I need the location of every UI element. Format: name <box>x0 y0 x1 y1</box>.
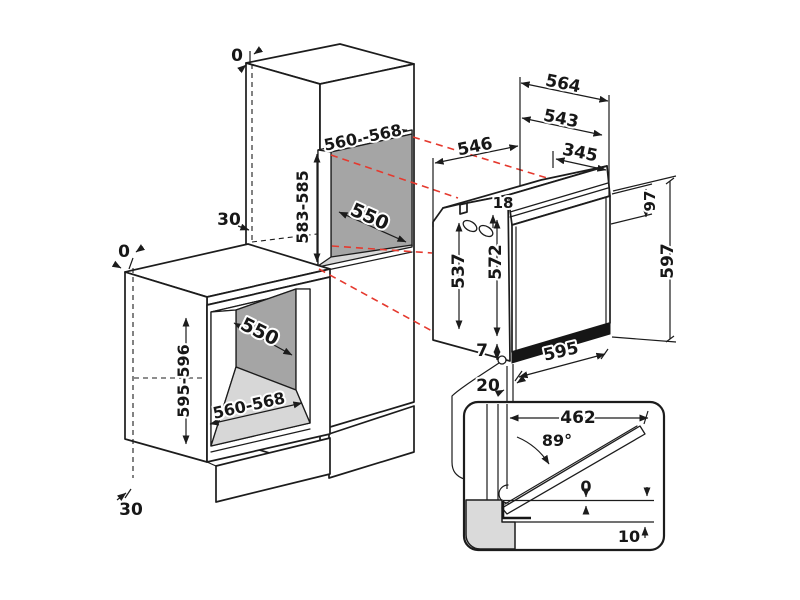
tall-niche-left-wall <box>317 149 332 267</box>
dim-label-tall-top-gap: 0 <box>231 46 243 66</box>
dimensions: 0 30 583-585 560 -568 550 0 30 595-596 5… <box>111 44 680 548</box>
base-reference-dashed-line <box>132 268 206 478</box>
dim-arrow <box>111 260 122 269</box>
dim-tick <box>643 410 649 425</box>
base-cabinet <box>124 243 331 503</box>
dim-extension-lines <box>432 77 610 227</box>
dim-label-7: 7 <box>476 341 488 361</box>
tall-niche-shelf-edge <box>317 251 413 273</box>
control-panel-groove <box>509 187 609 218</box>
dim-line-tall-niche-depth <box>338 211 407 243</box>
dim-extension-lines-597 <box>611 175 677 343</box>
dim-label-base-top-gap: 0 <box>118 242 130 262</box>
dim-label-tall-niche-height: 583-585 <box>293 170 312 243</box>
open-door-slab <box>501 425 646 515</box>
dim-label-546: 546 <box>456 134 495 161</box>
cabinet-front-panel-lines <box>486 404 508 500</box>
dim-arrow <box>116 492 127 502</box>
dim-line-543 <box>521 116 603 137</box>
projection-line-lower <box>318 268 433 332</box>
dim-extension-lines-20 <box>506 364 514 402</box>
dim-label-20: 20 <box>476 376 500 396</box>
dim-line-564 <box>520 81 609 103</box>
door-glass-line <box>504 425 638 505</box>
dim-label-89deg: 89° <box>542 431 572 450</box>
dim-ticks-595 <box>514 348 609 382</box>
dim-ticks-597 <box>665 177 675 343</box>
dim-label-462: 462 <box>560 408 596 428</box>
dim-label-detail-zero: 0 <box>580 477 591 496</box>
dim-label-564: 564 <box>544 71 583 98</box>
dim-label-18: 18 <box>493 194 514 212</box>
door-hinge-curl <box>498 484 509 504</box>
base-cabinet-plinth <box>215 437 331 503</box>
dim-label-572: 572 <box>486 244 506 280</box>
angle-arc-89 <box>516 436 550 465</box>
dim-label-tall-rear-gap: 30 <box>217 210 241 230</box>
tall-reference-dashed-line <box>251 64 318 243</box>
oven <box>432 165 611 364</box>
control-panel-groove <box>509 182 609 213</box>
dim-line-base-niche-width <box>209 401 303 426</box>
dim-label-597: 597 <box>658 243 678 279</box>
dim-line-595 <box>518 352 606 379</box>
dim-line-345 <box>555 157 607 172</box>
dim-label-543: 543 <box>542 106 581 133</box>
callout-leader-line <box>451 362 500 480</box>
projection-line-upper-left <box>330 154 459 199</box>
vent-slot-icon <box>478 224 494 238</box>
cabinet-section-fill <box>465 499 516 550</box>
dim-label-base-bottom-gap: 30 <box>119 500 143 520</box>
dim-label-10: 10 <box>618 527 640 546</box>
callout-dot-icon <box>497 355 507 365</box>
base-plinth-step <box>206 461 217 467</box>
dim-line-546 <box>434 144 519 165</box>
base-cabinet-left-panel <box>124 271 208 463</box>
vent-slot-icon <box>462 219 478 233</box>
projection-lines <box>318 136 548 332</box>
projection-line-middle <box>331 245 433 254</box>
dim-arrow <box>494 389 505 397</box>
dim-label-537: 537 <box>449 253 469 289</box>
dim-tick <box>128 257 134 270</box>
door-seal-step <box>501 501 531 520</box>
dim-label-345: 345 <box>561 140 600 167</box>
dim-line-base-niche-depth <box>233 322 293 356</box>
dim-line-tall-niche-width <box>323 128 408 149</box>
dim-label-97: 97 <box>641 191 659 212</box>
dim-arrow <box>237 223 250 231</box>
dim-arrow <box>253 46 264 55</box>
dim-label-base-niche-height: 595-596 <box>174 344 193 417</box>
dim-arrow <box>237 64 247 74</box>
dim-arrow <box>135 244 146 253</box>
dim-arrow <box>516 375 527 384</box>
base-niche-shelf-edge <box>210 428 311 453</box>
